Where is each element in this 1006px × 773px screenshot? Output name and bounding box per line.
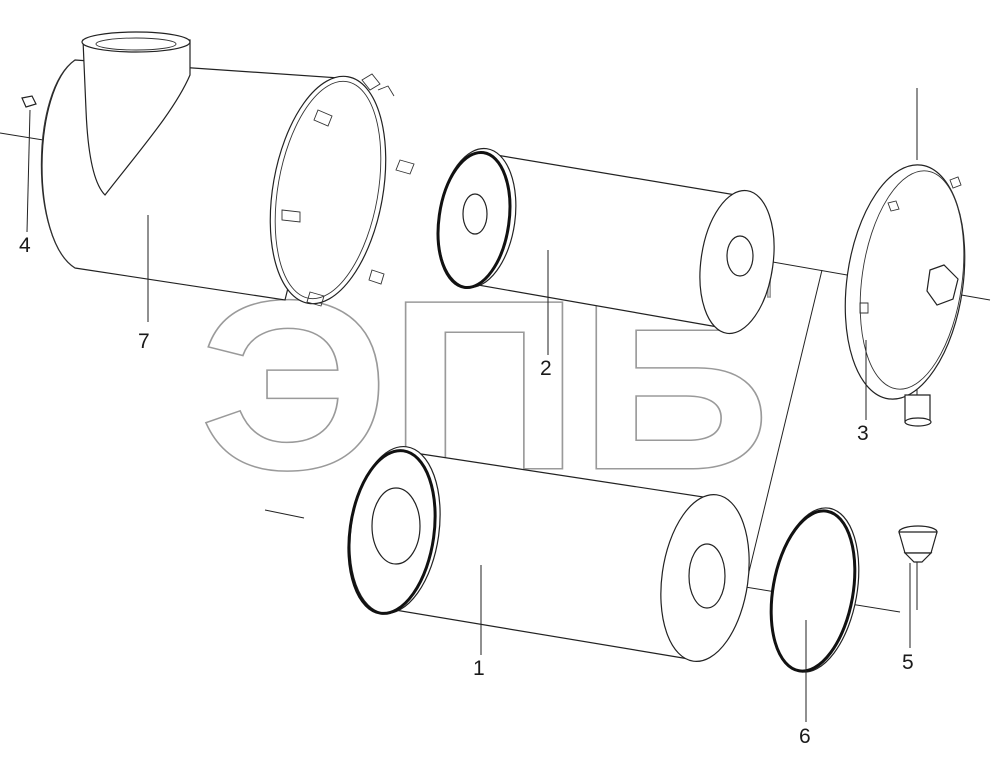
callouts: 1 2 3 4 5 6 7 (19, 234, 914, 748)
part-7-housing (40, 31, 415, 307)
callout-4: 4 (19, 234, 31, 257)
part-6-seal (769, 507, 860, 673)
callout-1: 1 (473, 657, 485, 680)
callout-5: 5 (902, 651, 914, 674)
part-3-cover (844, 164, 966, 427)
callout-2: 2 (540, 357, 552, 380)
part-1-main-element (347, 445, 750, 662)
part-2-safety-element (436, 147, 775, 335)
callout-7: 7 (138, 330, 150, 353)
callout-3: 3 (857, 422, 869, 445)
leader-lines (26, 109, 911, 722)
part-4-clip (21, 95, 37, 108)
part-5-valve (898, 525, 938, 563)
callout-6: 6 (799, 725, 811, 748)
